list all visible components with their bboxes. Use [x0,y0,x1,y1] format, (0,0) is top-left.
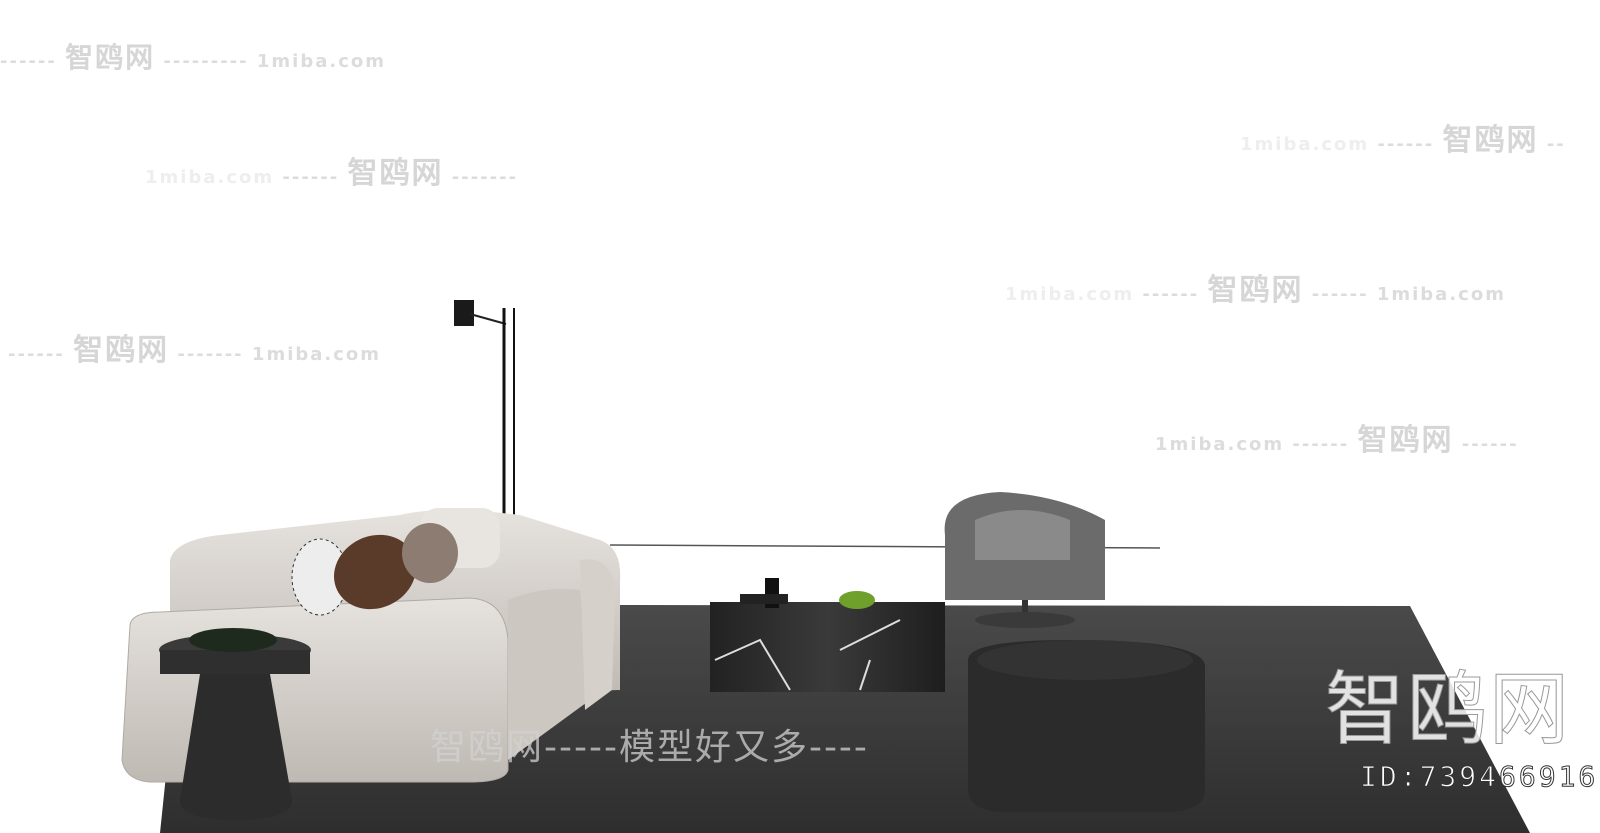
coffee-table [710,578,945,692]
watermark-row: ------ 智鸥网 --------- 1miba.com [0,41,387,74]
fruit-bowl [839,591,875,609]
watermark-row: ------ 智鸥网 ------- 1miba.com [8,333,382,368]
watermark-row: 1miba.com ------ 智鸥网 ------- [145,156,519,191]
ottoman [968,640,1205,812]
watermark-row: 1miba.com ------ 智鸥网 ------ [1155,423,1519,458]
watermark-row: 1miba.com ------ 智鸥网 -- [1240,123,1566,158]
book-stack [740,594,788,604]
cushion-brown [334,534,416,610]
armchair [944,492,1105,628]
side-table [159,628,311,820]
watermark-logo: 智鸥网 [1325,663,1571,757]
watermark-row: 1miba.com ------ 智鸥网 ------ 1miba.com [1005,273,1506,308]
bowl [189,628,277,652]
floor-lamp [454,300,515,525]
watermark-id: ID:739466916 [1359,760,1599,794]
watermark-slogan: 智鸥网-----模型好又多---- [430,727,869,768]
cushion-taupe [402,523,458,583]
